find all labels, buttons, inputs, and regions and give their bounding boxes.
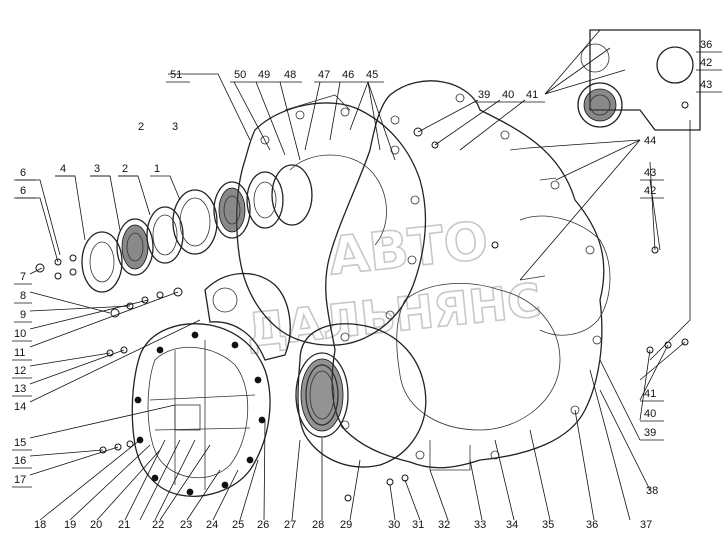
callout-19: 19	[64, 519, 76, 531]
callout-6b: 6	[20, 185, 26, 197]
callout-7: 7	[20, 271, 26, 283]
callout-20: 20	[90, 519, 102, 531]
callout-22: 22	[152, 519, 164, 531]
callout-4: 4	[60, 163, 66, 175]
callout-30: 30	[388, 519, 400, 531]
callout-29: 29	[340, 519, 352, 531]
callout-49: 49	[258, 69, 270, 81]
callout-39-top: 39	[478, 89, 490, 101]
callout-18: 18	[34, 519, 46, 531]
callout-25: 25	[232, 519, 244, 531]
callout-13: 13	[14, 383, 26, 395]
callout-35: 35	[542, 519, 554, 531]
callout-38: 38	[646, 485, 658, 497]
callout-12: 12	[14, 365, 26, 377]
callout-3: 3	[94, 163, 100, 175]
callout-24: 24	[206, 519, 218, 531]
callout-44: 44	[644, 135, 656, 147]
callout-32: 32	[438, 519, 450, 531]
callout-43: 43	[644, 167, 656, 179]
callout-10: 10	[14, 328, 26, 340]
callout-46: 46	[342, 69, 354, 81]
callout-1: 1	[154, 163, 160, 175]
front-cover	[131, 323, 271, 497]
callout-33: 33	[474, 519, 486, 531]
callout-21: 21	[118, 519, 130, 531]
callout-8: 8	[20, 290, 26, 302]
callout-11: 11	[14, 347, 25, 359]
callout-40: 40	[644, 408, 656, 420]
callout-2: 2	[122, 163, 128, 175]
callout-28: 28	[312, 519, 324, 531]
callout-9: 9	[20, 309, 26, 321]
watermark-line-1: АВТО	[326, 211, 491, 287]
callout-47: 47	[318, 69, 330, 81]
callout-41-top: 41	[526, 89, 538, 101]
callout-14: 14	[14, 401, 26, 413]
callout-51: 51	[170, 69, 182, 81]
rear-housing	[325, 80, 611, 471]
callout-17: 17	[14, 474, 26, 486]
callout-45: 45	[366, 69, 378, 81]
callout-42-top: 42	[700, 57, 712, 69]
callout-34: 34	[506, 519, 518, 531]
callout-43-top: 43	[700, 79, 712, 91]
callout-6: 6	[20, 167, 26, 179]
bearing-stack	[81, 164, 313, 293]
callout-36: 36	[586, 519, 598, 531]
callout-39: 39	[644, 427, 656, 439]
callout-40-top: 40	[502, 89, 514, 101]
callout-26: 26	[257, 519, 269, 531]
callout-3-upper: 3	[172, 121, 178, 133]
callout-37: 37	[640, 519, 652, 531]
callout-50: 50	[234, 69, 246, 81]
callout-labels: 6 6 4 3 2 1 7 8 9 10 11 12 13 14 15 16 1…	[12, 39, 722, 531]
callout-15: 15	[14, 437, 26, 449]
callout-42: 42	[644, 185, 656, 197]
callout-27: 27	[284, 519, 296, 531]
callout-16: 16	[14, 455, 26, 467]
callout-41: 41	[644, 388, 656, 400]
callout-2-upper: 2	[138, 121, 144, 133]
round-cover	[295, 323, 427, 468]
callout-36-top: 36	[700, 39, 712, 51]
mid-housing	[204, 272, 291, 361]
callout-31: 31	[412, 519, 424, 531]
top-right-plate	[577, 29, 701, 131]
callout-48: 48	[284, 69, 296, 81]
callout-23: 23	[180, 519, 192, 531]
